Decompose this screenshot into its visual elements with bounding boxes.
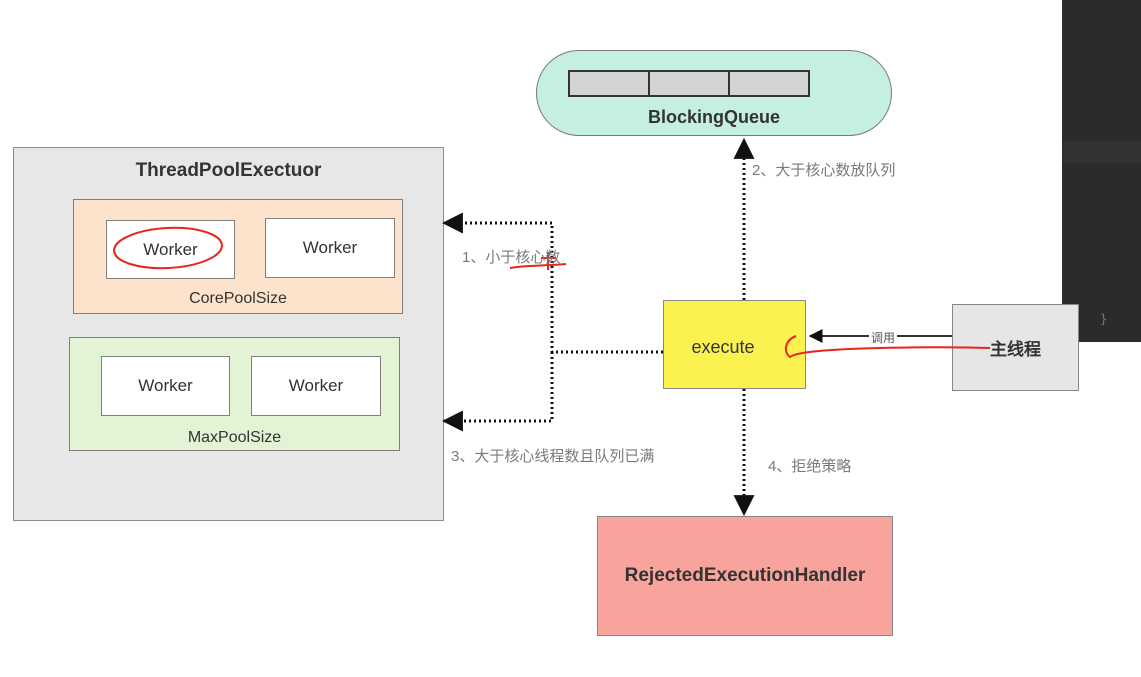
core-worker-2: Worker <box>265 218 395 278</box>
editor-line-highlight <box>1062 141 1141 163</box>
edge-label-invoke: 调用 <box>869 329 898 346</box>
blocking-queue: BlockingQueue <box>536 50 892 136</box>
code-brace: } <box>1100 312 1108 326</box>
max-worker-1: Worker <box>101 356 230 416</box>
max-pool-box: Worker Worker MaxPoolSize <box>69 337 400 451</box>
edge-to-max-pool <box>441 352 554 432</box>
edge-label-queue-full: 3、大于核心线程数且队列已满 <box>451 448 655 465</box>
annotation-circle <box>113 226 223 270</box>
edge-label-less-than-core: 1、小于核心数 <box>462 249 561 266</box>
annotation-stroke <box>784 335 991 359</box>
queue-title: BlockingQueue <box>647 107 781 127</box>
queue-slot <box>648 70 730 97</box>
core-pool-box: Worker Worker CorePoolSize <box>73 199 403 314</box>
executor-title: ThreadPoolExectuor <box>135 160 322 181</box>
max-pool-label: MaxPoolSize <box>187 429 282 446</box>
queue-slot <box>728 70 810 97</box>
execute-box: execute <box>663 300 806 389</box>
edge-label-reject: 4、拒绝策略 <box>768 458 852 475</box>
execute-label: execute <box>691 337 755 357</box>
edge-label-to-queue: 2、大于核心数放队列 <box>752 162 896 179</box>
annotation-underline <box>509 263 567 269</box>
queue-slot <box>568 70 650 97</box>
max-worker-2: Worker <box>251 356 381 416</box>
core-worker-1: Worker <box>106 220 235 279</box>
edge-to-core-pool <box>441 212 663 354</box>
rejected-handler-box: RejectedExecutionHandler <box>597 516 893 636</box>
thread-pool-executor: ThreadPoolExectuor Worker Worker CorePoo… <box>13 147 444 521</box>
core-pool-label: CorePoolSize <box>189 290 287 307</box>
editor-panel: } <box>1062 0 1141 342</box>
annotation-tick <box>541 252 556 270</box>
